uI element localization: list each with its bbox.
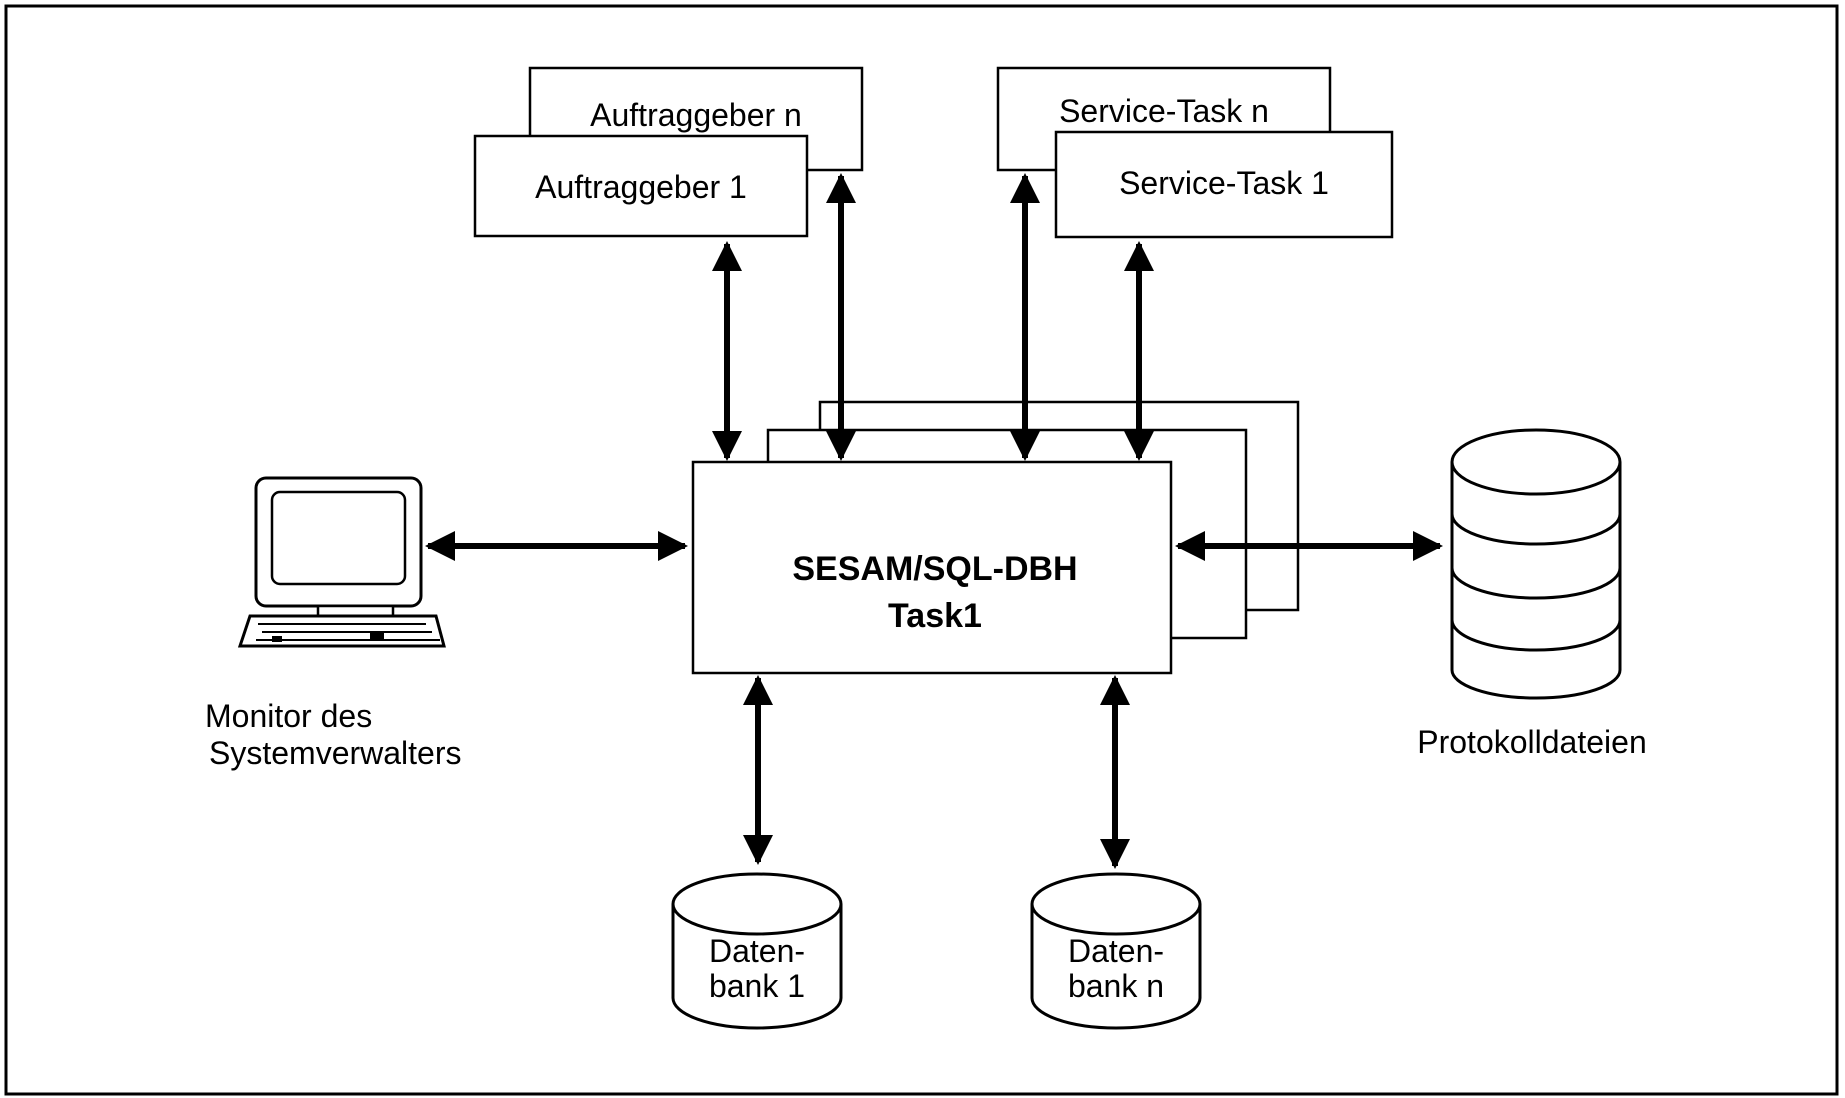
computer-icon (237, 476, 446, 648)
requester-1-box: Auftraggeber 1 (473, 134, 809, 238)
database-1-label-line1: Daten- (709, 933, 805, 969)
outer-frame (4, 4, 1839, 1096)
log-files-disk-stack-icon (1450, 428, 1622, 700)
dbh-title: SESAM/SQL-DBH (792, 550, 1077, 588)
database-n-label-line1: Daten- (1068, 933, 1164, 969)
monitor-label-line2: Systemverwalters (209, 735, 462, 771)
database-1-label-line2: bank 1 (709, 968, 805, 1004)
service-task-1-box: Service-Task 1 (1054, 130, 1394, 239)
dbh-task-box: SESAM/SQL-DBH Task1 (691, 460, 1173, 675)
monitor-label-line1: Monitor des (205, 698, 372, 734)
requester-n-label: Auftraggeber n (590, 97, 802, 133)
dbh-subtitle: Task1 (888, 597, 982, 635)
log-files-label: Protokolldateien (1417, 724, 1646, 760)
service-task-1-label: Service-Task 1 (1119, 165, 1329, 201)
database-n-label-line2: bank n (1068, 968, 1164, 1004)
requester-1-label: Auftraggeber 1 (535, 169, 747, 205)
service-task-n-label: Service-Task n (1059, 93, 1269, 129)
database-n-icon (1030, 872, 1202, 1030)
database-1-icon (671, 872, 843, 1030)
